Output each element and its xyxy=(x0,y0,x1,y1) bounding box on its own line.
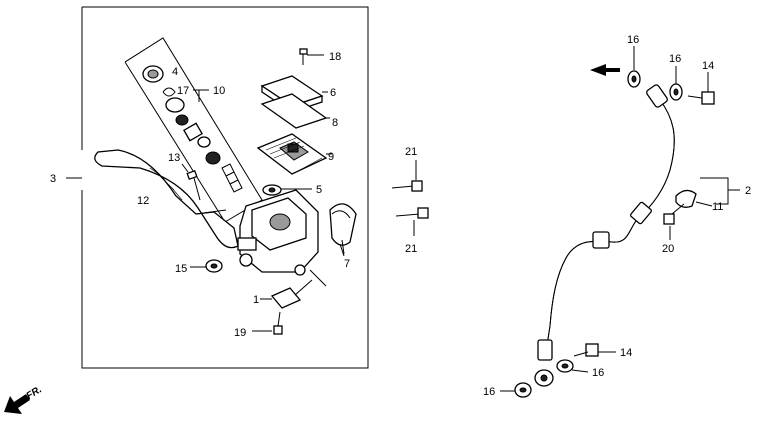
callout-12: 12 xyxy=(137,195,149,207)
piston-set-part xyxy=(165,97,243,193)
callout-17: 17 xyxy=(177,85,189,97)
bolt-washer-part xyxy=(262,184,312,196)
lever-nut-part xyxy=(190,259,223,273)
callout-5: 5 xyxy=(316,184,322,196)
brake-lever-part xyxy=(94,149,239,249)
callout-2: 2 xyxy=(745,185,751,197)
callout-16-upper-left: 16 xyxy=(627,34,639,46)
callout-15: 15 xyxy=(175,263,187,275)
oil-bolt-lower-part xyxy=(573,343,616,357)
set-plate-part xyxy=(260,93,330,129)
brake-hose-part xyxy=(534,84,675,387)
callout-14-upper: 14 xyxy=(702,60,714,72)
sealing-washer-part xyxy=(500,46,683,398)
callout-7: 7 xyxy=(344,258,350,270)
holder-part xyxy=(329,203,357,257)
callout-16-upper-right: 16 xyxy=(669,53,681,65)
bracket-bolt-upper-part xyxy=(391,160,423,192)
callout-20: 20 xyxy=(662,243,674,255)
callout-4: 4 xyxy=(172,66,178,78)
callout-1: 1 xyxy=(253,294,259,306)
piston-set-bracket xyxy=(124,37,263,223)
callout-16-lower-left: 16 xyxy=(483,386,495,398)
callout-21-upper: 21 xyxy=(405,146,417,158)
callout-16-lower-right: 16 xyxy=(592,367,604,379)
hose-clamp-part xyxy=(675,189,713,208)
callout-8: 8 xyxy=(332,117,338,129)
callout-11: 11 xyxy=(712,201,723,213)
bracket-bolt-lower-part xyxy=(395,207,429,236)
callout-18: 18 xyxy=(329,51,341,63)
direction-arrow-fr xyxy=(4,394,30,414)
callout-14-lower: 14 xyxy=(620,347,632,359)
diaphragm-part xyxy=(256,133,332,175)
clamp-bolt-part xyxy=(663,203,685,240)
direction-arrow-upper xyxy=(590,64,620,76)
master-cylinder-assembly-frame xyxy=(81,6,369,369)
front-stop-switch-part xyxy=(260,279,313,309)
callout-21-lower: 21 xyxy=(405,243,417,255)
callout-6: 6 xyxy=(330,87,336,99)
circlip-part xyxy=(162,87,176,97)
oil-bolt-upper-part xyxy=(687,72,715,105)
switch-screw-part xyxy=(252,311,283,335)
hose-callout-bracket xyxy=(700,177,740,205)
callout-19: 19 xyxy=(234,327,246,339)
piston-spring-part xyxy=(221,163,243,193)
callout-13: 13 xyxy=(168,152,180,164)
master-cylinder-body-part xyxy=(237,189,319,276)
callout-3: 3 xyxy=(50,173,56,185)
pivot-bolt-part xyxy=(186,169,201,201)
boot-cap-part xyxy=(142,65,164,83)
callout-9: 9 xyxy=(328,151,334,163)
reservoir-cap-screw xyxy=(299,48,324,65)
callout-10: 10 xyxy=(213,85,225,97)
